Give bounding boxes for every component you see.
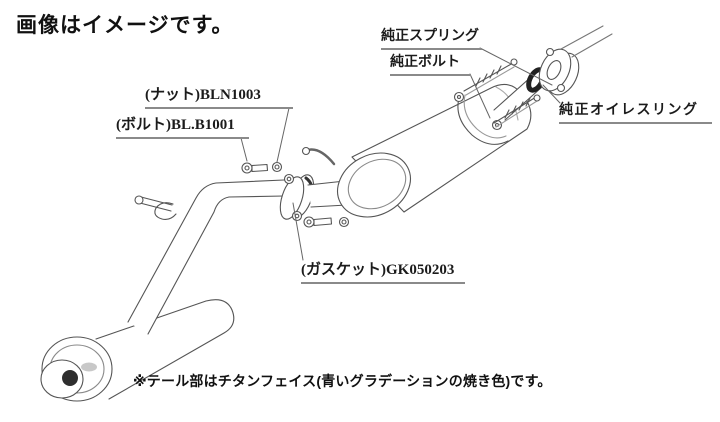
bolt-part [303, 216, 315, 228]
label-gasket-part-number: (ガスケット)GK050203 [301, 261, 465, 284]
leader-oiless-ring [542, 84, 561, 104]
leader-lines [240, 47, 561, 261]
pipe-hanger-drawing [134, 195, 177, 220]
bolt-part [241, 162, 253, 174]
brand-mark [81, 362, 97, 372]
tail-tip-drawing [40, 299, 235, 402]
leader-nut [276, 107, 290, 163]
mid-pipe-drawing [127, 179, 285, 335]
spring-bolts-drawing [453, 58, 541, 145]
label-oem-spring: 純正スプリング [381, 28, 482, 50]
leader-oem-spring [479, 47, 553, 86]
nut-part [271, 161, 283, 173]
nut-part [338, 216, 350, 228]
main-silencer-drawing [301, 83, 532, 218]
hardware-parts-drawing [241, 161, 350, 228]
page-title: 画像はイメージです。 [16, 14, 234, 37]
oem-flange-drawing [538, 25, 613, 96]
leader-oem-bolt [469, 73, 491, 119]
label-oem-oiless-ring: 純正オイレスリング [559, 102, 712, 124]
label-oem-bolt: 純正ボルト [390, 54, 471, 76]
label-bolt-part-number: (ボルト)BL.B1001 [116, 116, 249, 139]
tail-finish-note: ※テール部はチタンフェイス(青いグラデーションの焼き色)です。 [133, 373, 552, 389]
leader-gasket [292, 202, 304, 261]
leader-bolt [240, 137, 248, 162]
label-nut-part-number: (ナット)BLN1003 [145, 86, 293, 109]
